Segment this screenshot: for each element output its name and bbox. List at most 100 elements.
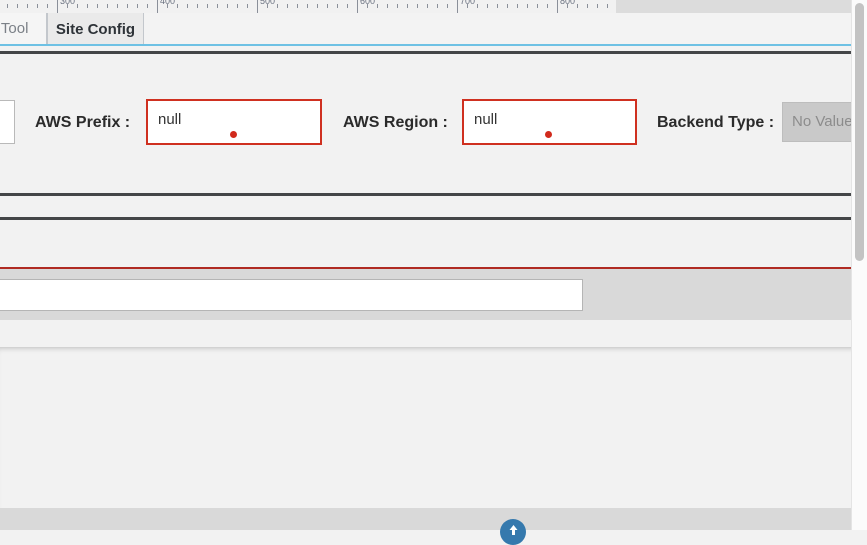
ruler-tick-minor — [487, 4, 488, 8]
required-indicator-dot — [230, 131, 237, 138]
horizontal-ruler: 300 400 500 600 700 800 — [0, 0, 867, 13]
aws-region-label: AWS Region : — [343, 114, 448, 131]
ruler-tick-minor — [147, 4, 148, 8]
ruler-tick-minor — [67, 4, 68, 8]
vertical-scrollbar[interactable] — [851, 0, 867, 530]
ruler-label: 400 — [160, 0, 176, 6]
tab-label: Site Config — [55, 20, 136, 38]
ruler-tick-minor — [107, 4, 108, 8]
ruler-tick-minor — [597, 4, 598, 8]
spacer-band-b — [0, 220, 867, 267]
tab-site-config[interactable]: Site Config — [47, 13, 144, 45]
ruler-tick-minor — [327, 4, 328, 8]
ruler-tick-minor — [17, 4, 18, 8]
scrollbar-thumb[interactable] — [855, 3, 864, 261]
aws-region-input[interactable]: null — [462, 99, 637, 145]
footer-bar — [0, 508, 867, 530]
ruler-tick-minor — [307, 4, 308, 8]
search-input[interactable] — [0, 279, 583, 311]
ruler-tick-minor — [367, 4, 368, 8]
ruler-tick-minor — [177, 4, 178, 8]
ruler-tick-minor — [507, 4, 508, 8]
toolbar-band — [0, 269, 867, 321]
required-indicator-dot — [545, 131, 552, 138]
ruler-tick-minor — [27, 4, 28, 8]
ruler-tick-minor — [397, 4, 398, 8]
ruler-tick-minor — [97, 4, 98, 8]
form-section: AWS Prefix : null AWS Region : null Back… — [0, 54, 867, 193]
section-divider-top — [0, 51, 867, 54]
ruler-tick-minor — [87, 4, 88, 8]
ruler-tick-minor — [287, 4, 288, 8]
ruler-tick-minor — [197, 4, 198, 8]
ruler-tick-minor — [267, 4, 268, 8]
ruler-tick-minor — [127, 4, 128, 8]
lower-panel — [0, 320, 867, 348]
aws-prefix-label: AWS Prefix : — [35, 114, 131, 131]
up-arrow-circle-icon[interactable] — [500, 519, 526, 545]
ruler-label: 800 — [560, 0, 576, 6]
tab-bar-underline — [0, 44, 867, 46]
left-partial-input[interactable] — [0, 100, 15, 144]
ruler-tick-minor — [437, 4, 438, 8]
ruler-tick-minor — [347, 4, 348, 8]
form-row: AWS Prefix : null AWS Region : null Back… — [0, 98, 867, 148]
ruler-tick-major — [257, 0, 258, 13]
section-divider-lower — [0, 217, 867, 220]
ruler-tick-minor — [77, 4, 78, 8]
ruler-tick-minor — [527, 4, 528, 8]
ruler-tick-minor — [337, 4, 338, 8]
error-divider-line — [0, 267, 867, 269]
ruler-tick-minor — [117, 4, 118, 8]
ruler-tick-minor — [577, 4, 578, 8]
ruler-tick-major — [457, 0, 458, 13]
ruler-tick-minor — [417, 4, 418, 8]
ruler-tick-minor — [297, 4, 298, 8]
ruler-tick-minor — [227, 4, 228, 8]
ruler-label: 700 — [460, 0, 476, 6]
ruler-tick-major — [357, 0, 358, 13]
ruler-track-active — [0, 0, 616, 13]
ruler-tick-minor — [497, 4, 498, 8]
tab-y-tool[interactable]: y Tool — [0, 13, 47, 45]
ruler-tick-major — [557, 0, 558, 13]
ruler-tick-minor — [547, 4, 548, 8]
aws-prefix-input[interactable]: null — [146, 99, 322, 145]
ruler-label: 500 — [260, 0, 276, 6]
ruler-tick-minor — [7, 4, 8, 8]
ruler-tick-minor — [407, 4, 408, 8]
ruler-tick-major — [157, 0, 158, 13]
ruler-tick-minor — [247, 4, 248, 8]
backend-type-label: Backend Type : — [657, 114, 775, 131]
ruler-tick-minor — [427, 4, 428, 8]
ruler-tick-minor — [377, 4, 378, 8]
ruler-label: 600 — [360, 0, 376, 6]
ruler-tick-minor — [317, 4, 318, 8]
ruler-label: 300 — [60, 0, 76, 6]
ruler-tick-minor — [607, 4, 608, 8]
ruler-tick-minor — [567, 4, 568, 8]
ruler-tick-minor — [207, 4, 208, 8]
ruler-tick-minor — [467, 4, 468, 8]
ruler-tick-minor — [517, 4, 518, 8]
ruler-tick-minor — [387, 4, 388, 8]
ruler-tick-major — [57, 0, 58, 13]
tab-label: y Tool — [0, 20, 29, 37]
ruler-tick-minor — [587, 4, 588, 8]
ruler-tick-minor — [277, 4, 278, 8]
select-value: No Value — [792, 113, 853, 130]
ruler-tick-minor — [137, 4, 138, 8]
ruler-tick-minor — [217, 4, 218, 8]
input-value: null — [158, 111, 182, 128]
ruler-tick-minor — [237, 4, 238, 8]
main-content-area — [0, 348, 867, 508]
input-value: null — [474, 111, 498, 128]
ruler-tick-minor — [167, 4, 168, 8]
ruler-tick-minor — [477, 4, 478, 8]
spacer-band-a — [0, 196, 867, 217]
ruler-tick-minor — [37, 4, 38, 8]
ruler-tick-minor — [447, 4, 448, 8]
ruler-track-inactive — [616, 0, 867, 13]
section-divider-middle — [0, 193, 867, 196]
